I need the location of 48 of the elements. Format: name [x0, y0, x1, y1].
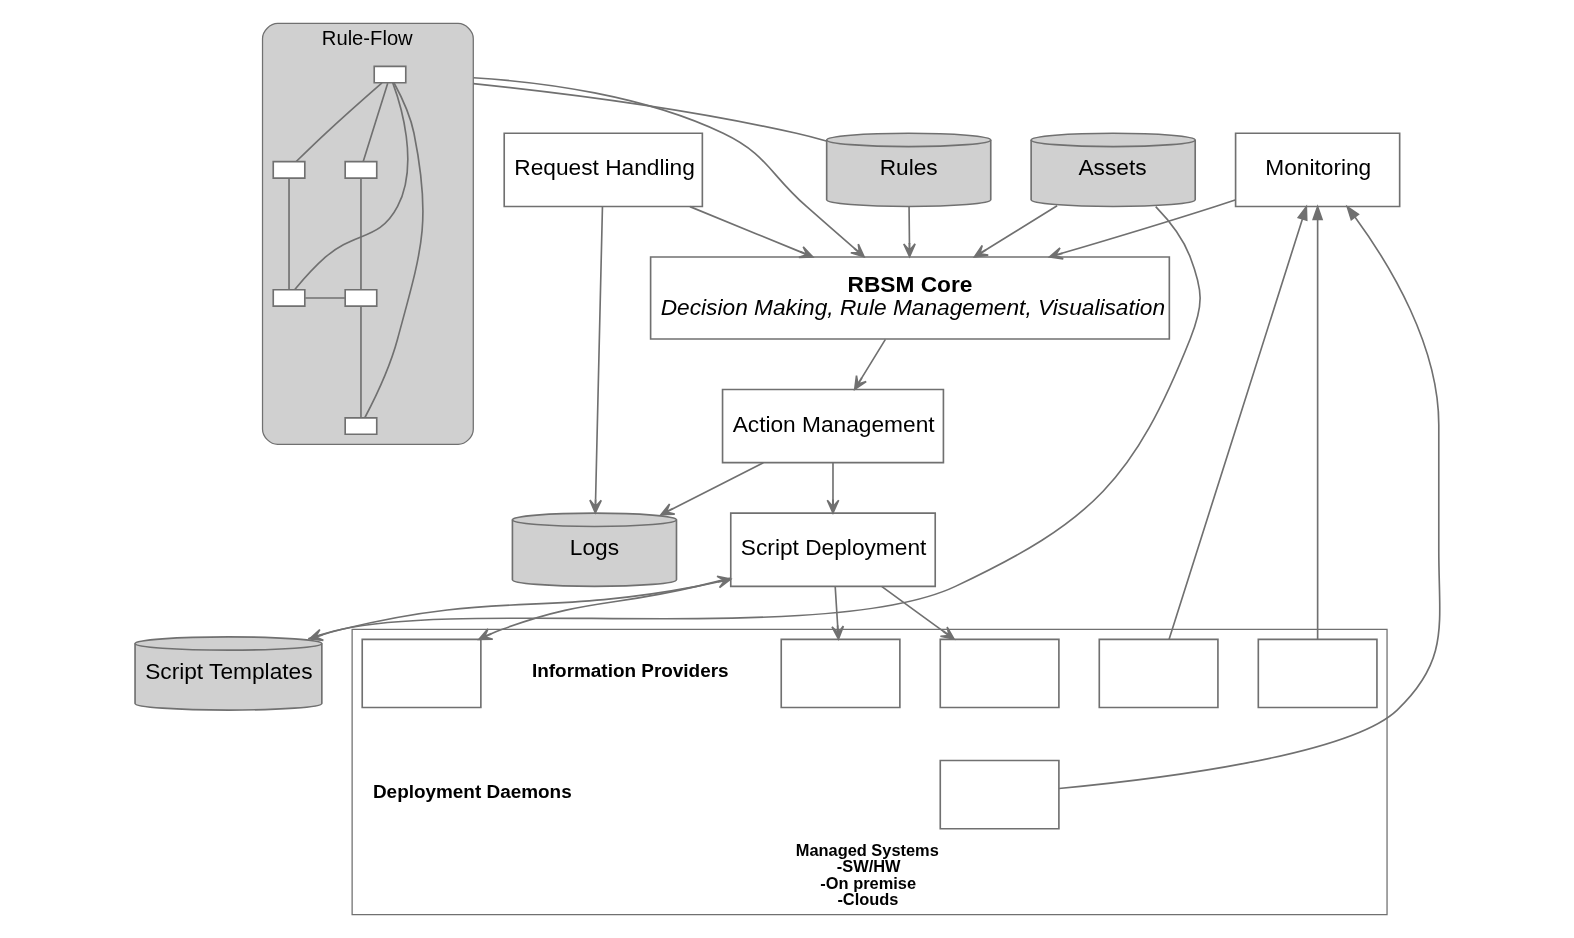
cluster: Rule-Flow	[261, 22, 474, 445]
arrow	[308, 575, 731, 642]
node-box	[271, 288, 306, 307]
node-box	[343, 288, 378, 307]
label: Deployment Daemons	[372, 780, 572, 802]
node-box	[938, 759, 1060, 830]
node-box	[343, 417, 378, 436]
connector	[361, 82, 389, 163]
node-box	[372, 65, 407, 84]
arrow	[588, 205, 603, 514]
connector	[471, 82, 827, 142]
arrow	[826, 461, 839, 514]
node-box	[779, 638, 901, 709]
node-box: RBSM Core Decision Making, Rule Management, Visualisation	[649, 256, 1170, 340]
arrow	[1311, 204, 1323, 641]
connector	[304, 297, 346, 299]
arrow	[477, 577, 732, 641]
node-box: Action Management	[721, 388, 944, 464]
label: Information Providers	[531, 659, 729, 681]
connector	[287, 177, 290, 291]
connector	[359, 177, 362, 291]
connector	[363, 82, 424, 419]
arrow	[659, 461, 764, 516]
arrow	[902, 206, 916, 258]
node-box	[1097, 638, 1219, 709]
arrow	[471, 76, 865, 258]
arrow	[830, 585, 844, 640]
node-label: Managed Systems	[795, 840, 939, 859]
node-box	[271, 160, 306, 179]
arrow	[973, 204, 1058, 258]
connector	[359, 305, 362, 419]
arrow	[1057, 204, 1441, 790]
node-box: Request Handling	[502, 132, 703, 208]
connector	[293, 82, 409, 291]
connector	[306, 205, 1201, 640]
node-box	[343, 160, 378, 179]
node-box: Script Deployment	[729, 512, 936, 588]
node-box	[938, 638, 1060, 709]
connector	[294, 82, 383, 163]
arrow	[1167, 204, 1308, 641]
node-box	[1257, 638, 1378, 709]
arrow	[1048, 199, 1236, 260]
arrow	[880, 585, 955, 640]
node-box	[360, 638, 482, 709]
node-box: Monitoring	[1234, 132, 1400, 208]
arrow	[688, 205, 814, 259]
arrow	[853, 338, 886, 391]
node-label: -On premise	[819, 873, 916, 892]
